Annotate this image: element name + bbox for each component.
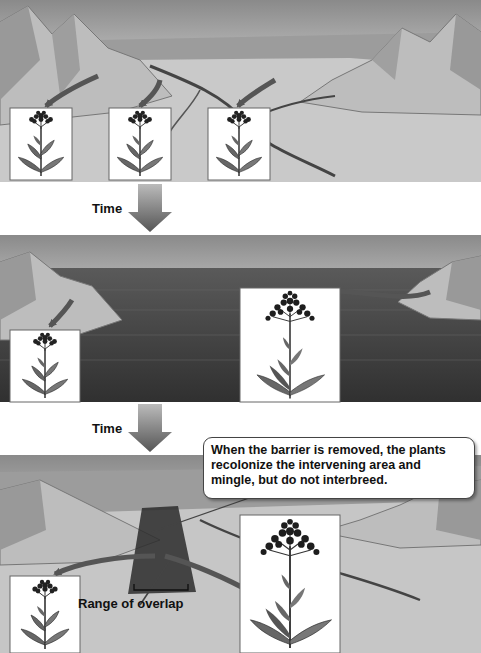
- time-arrow: [128, 404, 172, 452]
- range-bracket: [134, 584, 188, 590]
- time-arrow: [128, 184, 172, 232]
- panel-barrier: [0, 235, 481, 402]
- time-label: Time: [92, 421, 122, 436]
- panel-before: [0, 0, 481, 182]
- callout-box: When the barrier is removed, the plants …: [203, 437, 475, 499]
- range-label: Range of overlap: [78, 596, 183, 611]
- time-label: Time: [92, 201, 122, 216]
- leader-line: [152, 497, 252, 532]
- callout-text: When the barrier is removed, the plants …: [211, 443, 467, 488]
